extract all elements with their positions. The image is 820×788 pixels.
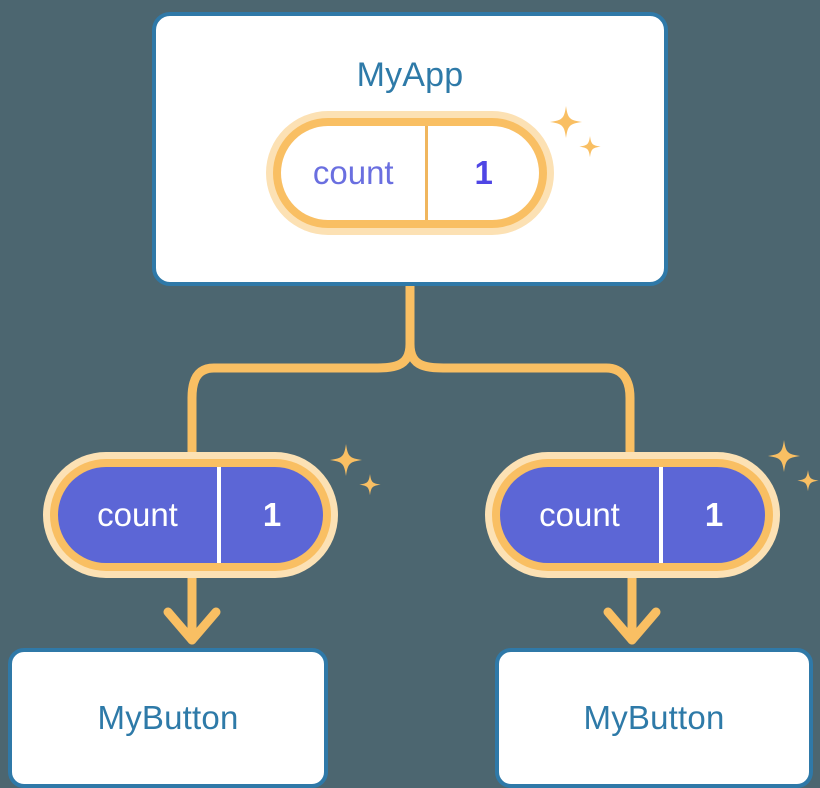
pill-body: count 1	[500, 467, 765, 563]
state-key-label: count	[312, 154, 394, 191]
pill-body: count 1	[281, 126, 539, 220]
connector-layer	[163, 281, 661, 645]
state-key-label: count	[539, 496, 620, 533]
arrow-head-left	[163, 607, 221, 645]
state-key-label: count	[97, 496, 178, 533]
state-value-label: 1	[217, 467, 323, 563]
state-pill-child-right[interactable]: count 1	[485, 452, 780, 578]
component-title-mybutton: MyButton	[583, 699, 725, 736]
diagram-canvas: MyApp count 1 count 1 MyButton	[8, 12, 819, 788]
tree-edge-fork	[187, 281, 415, 457]
tree-edge-fork-right	[405, 339, 635, 457]
state-pill-child-left[interactable]: count 1	[43, 452, 338, 578]
arrow-head-right	[603, 607, 661, 645]
component-title-mybutton: MyButton	[97, 699, 239, 736]
state-value-label: 1	[659, 467, 765, 563]
state-value-label: 1	[425, 126, 539, 220]
component-title-myapp: MyApp	[356, 56, 464, 94]
component-card-mybutton-right[interactable]: MyButton	[495, 648, 813, 788]
state-pill-root[interactable]: count 1	[266, 111, 554, 235]
component-card-mybutton-left[interactable]: MyButton	[8, 648, 328, 788]
pill-body: count 1	[58, 467, 323, 563]
